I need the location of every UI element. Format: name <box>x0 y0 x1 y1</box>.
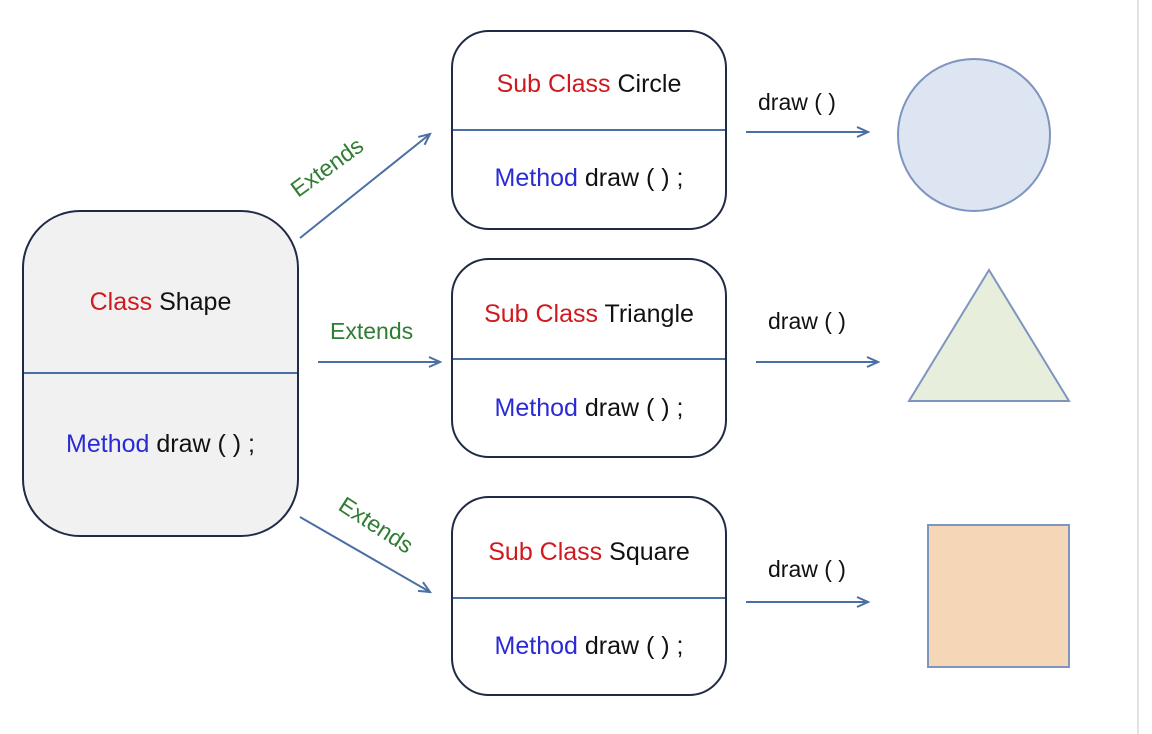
method-signature: draw ( ) ; <box>584 164 684 192</box>
subclass-keyword: Sub Class <box>496 70 611 98</box>
circle-shape <box>897 58 1051 212</box>
subclass-circle-box: Sub Class Circle Method draw ( ) ; <box>451 30 727 230</box>
method-keyword: Method <box>66 430 150 458</box>
extends-label-square: Extends <box>334 491 418 558</box>
subclass-triangle-box: Sub Class Triangle Method draw ( ) ; <box>451 258 727 458</box>
base-class-shape-box: Class Shape Method draw ( ) ; <box>22 210 299 537</box>
subclass-title: Sub Class Circle <box>453 70 725 99</box>
draw-label-square: draw ( ) <box>768 556 846 582</box>
class-divider <box>24 372 297 374</box>
subclass-name: Square <box>609 538 690 566</box>
page-margin <box>1139 0 1152 734</box>
subclass-name: Circle <box>617 70 682 98</box>
class-name: Shape <box>159 288 232 316</box>
subclass-square-box: Sub Class Square Method draw ( ) ; <box>451 496 727 696</box>
subclass-title: Sub Class Triangle <box>453 300 725 329</box>
subclass-name: Triangle <box>604 300 694 328</box>
subclass-divider <box>453 129 725 131</box>
base-class-method: Method draw ( ) ; <box>24 430 297 459</box>
subclass-keyword: Sub Class <box>488 538 603 566</box>
class-keyword: Class <box>89 288 153 316</box>
subclass-title: Sub Class Square <box>453 538 725 567</box>
subclass-method: Method draw ( ) ; <box>453 632 725 661</box>
method-signature: draw ( ) ; <box>584 394 684 422</box>
method-signature: draw ( ) ; <box>584 632 684 660</box>
extends-arrow-circle <box>299 134 430 239</box>
extends-arrow-square <box>299 516 430 592</box>
subclass-keyword: Sub Class <box>484 300 599 328</box>
square-shape <box>927 524 1070 668</box>
base-class-title: Class Shape <box>24 288 297 317</box>
method-signature: draw ( ) ; <box>156 430 255 458</box>
method-keyword: Method <box>494 632 578 660</box>
triangle-shape <box>907 268 1071 402</box>
page-edge <box>1137 0 1139 734</box>
draw-label-circle: draw ( ) <box>758 89 836 115</box>
subclass-divider <box>453 597 725 599</box>
subclass-method: Method draw ( ) ; <box>453 164 725 193</box>
draw-label-triangle: draw ( ) <box>768 308 846 334</box>
subclass-divider <box>453 358 725 360</box>
method-keyword: Method <box>494 164 578 192</box>
subclass-method: Method draw ( ) ; <box>453 394 725 423</box>
extends-label-circle: Extends <box>286 132 369 202</box>
method-keyword: Method <box>494 394 578 422</box>
extends-label-triangle: Extends <box>330 318 413 344</box>
